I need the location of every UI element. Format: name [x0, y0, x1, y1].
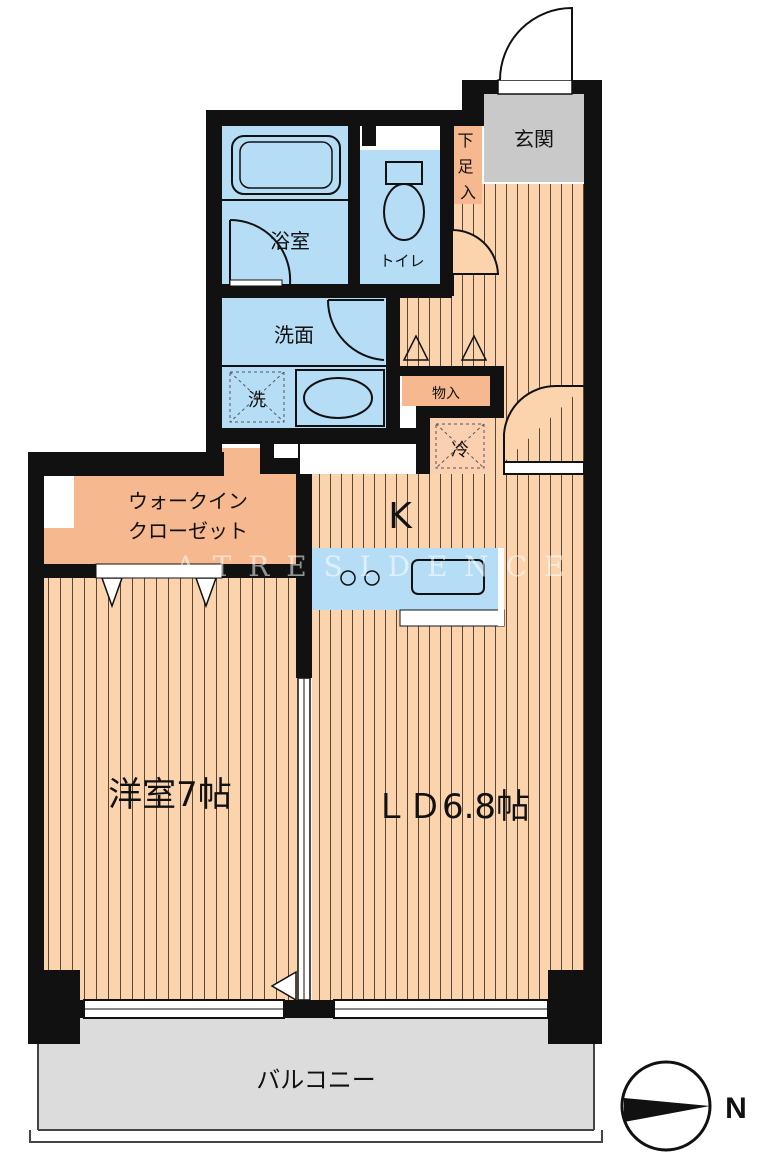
toilet-bowl	[383, 161, 425, 241]
getabako-char-1: 下	[457, 131, 473, 150]
western-room-label: 洋室7帖	[108, 775, 232, 815]
walls	[28, 80, 602, 1044]
getabako-char-3: 入	[460, 183, 476, 202]
kitchen-sink	[411, 559, 485, 595]
getabako	[454, 126, 482, 204]
western-room-floor	[44, 578, 300, 1006]
bath-label: 浴室	[270, 229, 310, 253]
getabako-char-2: 足	[457, 157, 473, 176]
storage-label: 物入	[432, 386, 460, 402]
north-compass-icon	[620, 1060, 712, 1152]
living-dining-floor	[312, 626, 584, 1006]
walkin-closet-floor	[74, 474, 300, 564]
walkin-closet-label-line1: ウォークイン	[128, 489, 248, 513]
balcony-label: バルコニー	[256, 1066, 376, 1094]
getabako-label: 下 足 入	[457, 131, 478, 202]
bathtub	[231, 135, 341, 195]
genkan-floor	[484, 94, 584, 182]
entrance-door	[497, 6, 573, 95]
fridge-label: 冷	[451, 440, 469, 461]
watermark: A T R E S I D E N C E	[175, 550, 569, 583]
storage-floor	[402, 376, 490, 406]
washroom-label: 洗面	[274, 323, 314, 347]
washer-label: 洗	[248, 390, 266, 411]
stove-icon	[340, 570, 380, 586]
toilet-label: トイレ	[379, 252, 424, 270]
living-dining-label: ＬＤ6.8帖	[374, 787, 530, 827]
genkan-label: 玄関	[514, 127, 554, 151]
compass-north-label: N	[725, 1092, 747, 1125]
walkin-closet-label-line2: クローゼット	[128, 519, 248, 543]
balcony: バルコニー	[29, 1018, 603, 1143]
kitchen-label: K	[388, 496, 413, 537]
window	[83, 999, 285, 1019]
window	[333, 999, 549, 1019]
